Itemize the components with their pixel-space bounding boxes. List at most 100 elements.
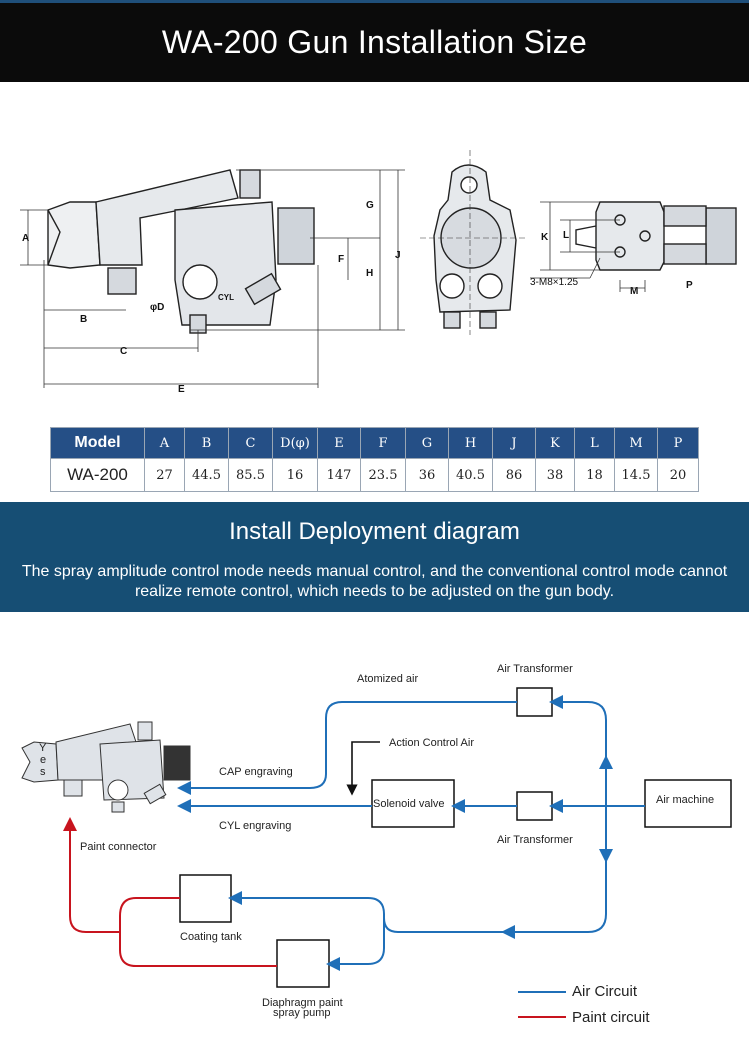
installation-drawing: A B C E φD CYL G F H J K L M P 3-M8×1.25 — [0, 140, 749, 410]
spec-col-header: G — [405, 427, 449, 459]
legend-air-label: Air Circuit — [572, 983, 638, 1000]
front-view-fitting-right — [479, 311, 497, 329]
end-view-nozzle — [575, 225, 597, 249]
legend: Air Circuit Paint circuit — [518, 983, 650, 1026]
spec-col-header: C — [228, 427, 273, 459]
spec-cell: 14.5 — [614, 458, 658, 492]
label-action-control-air: Action Control Air — [389, 737, 474, 749]
dim-label-c: C — [120, 346, 127, 357]
label-cyl-engraving: CYL engraving — [219, 820, 291, 832]
deployment-description: The spray amplitude control mode needs m… — [21, 563, 728, 600]
dim-label-cyl: CYL — [218, 293, 234, 302]
front-view-fitting-left — [443, 311, 461, 329]
end-view-knob — [705, 207, 737, 265]
air-line-pump — [326, 918, 385, 971]
dim-label-a: A — [22, 233, 29, 244]
air-transformer-top-box — [516, 687, 553, 717]
dim-label-j: J — [395, 250, 401, 261]
dim-label-l: L — [563, 230, 569, 241]
dim-label-f: F — [338, 254, 344, 265]
spec-col-header: E — [317, 427, 361, 459]
label-pump-line1: Diaphragm paint — [262, 997, 343, 1009]
spec-col-header: D(φ) — [272, 427, 318, 459]
label-pump-line2: spray pump — [273, 1007, 330, 1019]
spec-col-header: L — [574, 427, 615, 459]
air-line-down — [398, 806, 607, 933]
coating-tank-box — [179, 874, 232, 923]
spec-col-header: H — [448, 427, 493, 459]
gun-cyl-fitting — [244, 272, 282, 306]
deployment-title: Install Deployment diagram — [229, 518, 520, 545]
spec-cell: 36 — [405, 458, 449, 492]
spec-cell: 23.5 — [360, 458, 406, 492]
circuit-diagram: Y e s — [0, 630, 749, 1040]
spec-col-header: F — [360, 427, 406, 459]
spec-col-header: B — [184, 427, 229, 459]
page-title: WA-200 Gun Installation Size — [161, 24, 588, 60]
deployment-band: Install Deployment diagram The spray amp… — [0, 502, 749, 612]
dim-label-g: G — [366, 200, 374, 211]
action-control-arrow — [346, 741, 380, 796]
spec-cell: 44.5 — [184, 458, 229, 492]
gun-mark: e — [40, 754, 46, 766]
gun-body — [174, 201, 277, 326]
gun-nozzle-tip — [47, 209, 61, 266]
spec-table-header-row: Model A B C D(φ) E F G H J K L M P — [50, 427, 699, 459]
spec-cell: 16 — [272, 458, 318, 492]
label-cap-engraving: CAP engraving — [219, 766, 293, 778]
spec-cell: 20 — [657, 458, 699, 492]
gun-mark: Y — [39, 742, 47, 754]
spray-gun-icon — [21, 721, 191, 813]
front-view-port-left — [439, 273, 465, 299]
spec-cell: 27 — [144, 458, 185, 492]
spec-col-header: K — [535, 427, 575, 459]
end-view-fitting-bottom — [663, 243, 707, 265]
spec-col-header: P — [657, 427, 699, 459]
label-coating-tank: Coating tank — [180, 931, 242, 943]
spec-cell: 38 — [535, 458, 575, 492]
dimension-drawing-svg: A B C E φD CYL G F H J K L M P 3-M8×1.25 — [20, 150, 737, 395]
legend-paint-label: Paint circuit — [572, 1009, 650, 1026]
dim-label-k: K — [541, 232, 549, 243]
end-view-fitting-top — [663, 205, 707, 227]
gun-paint-fitting — [107, 267, 137, 295]
spec-cell-model: WA-200 — [50, 458, 145, 492]
spec-cell: 86 — [492, 458, 536, 492]
dim-label-b: B — [80, 314, 87, 325]
air-line-atomized — [177, 701, 517, 795]
label-paint-connector: Paint connector — [80, 841, 157, 853]
gun-air-fitting — [239, 169, 261, 199]
paint-line-up — [63, 817, 120, 933]
spec-cell: 85.5 — [228, 458, 273, 492]
spec-table: Model A B C D(φ) E F G H J K L M P WA-20… — [50, 427, 699, 492]
air-transformer-bottom-box — [516, 791, 553, 821]
label-atomized-air: Atomized air — [357, 673, 418, 685]
dim-label-p: P — [686, 280, 693, 291]
label-air-transformer-top: Air Transformer — [497, 663, 573, 675]
spec-col-header: Model — [50, 427, 145, 459]
dim-label-d: φD — [150, 302, 164, 313]
label-solenoid-valve: Solenoid valve — [373, 798, 445, 810]
end-view-body — [595, 201, 665, 271]
spec-cell: 147 — [317, 458, 361, 492]
spec-col-header: A — [144, 427, 185, 459]
dim-label-e: E — [178, 384, 185, 395]
gun-port-circle — [182, 264, 218, 300]
thread-note: 3-M8×1.25 — [530, 277, 579, 288]
spec-col-header: J — [492, 427, 536, 459]
gun-head — [95, 169, 239, 266]
air-line-loop — [228, 891, 399, 933]
spec-cell: 18 — [574, 458, 615, 492]
title-bar: WA-200 Gun Installation Size — [0, 0, 749, 82]
table-row: WA-200 27 44.5 85.5 16 147 23.5 36 40.5 … — [50, 458, 699, 492]
air-machine-box — [644, 779, 732, 828]
dim-label-h: H — [366, 268, 373, 279]
gun-mark: s — [40, 766, 46, 778]
air-line-riser — [549, 695, 607, 806]
front-view-top-hole — [460, 176, 478, 194]
gun-knob — [277, 207, 315, 265]
gun-nozzle-cap — [47, 201, 101, 269]
spec-cell: 40.5 — [448, 458, 493, 492]
spec-col-header: M — [614, 427, 658, 459]
circuit-diagram-svg: Y e s — [21, 663, 732, 1026]
